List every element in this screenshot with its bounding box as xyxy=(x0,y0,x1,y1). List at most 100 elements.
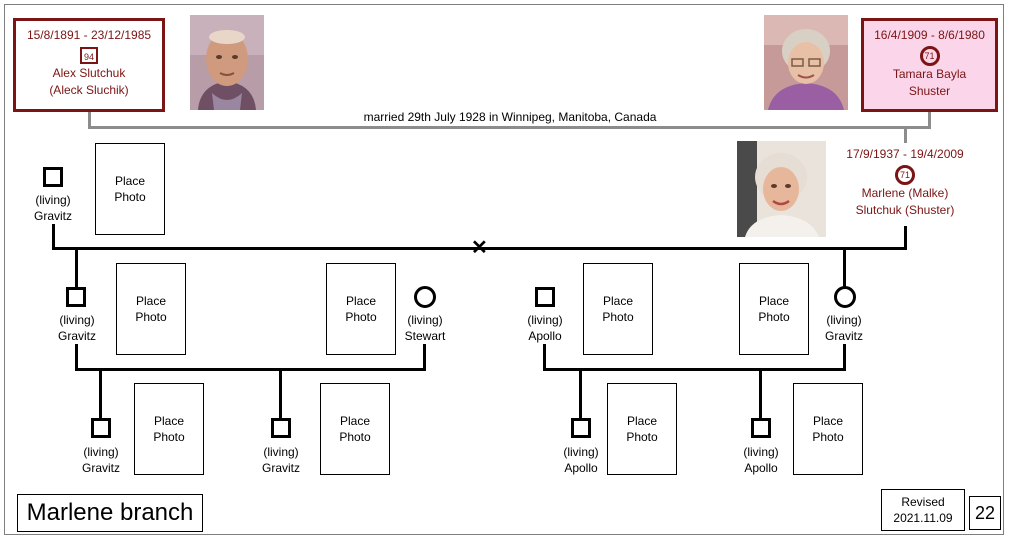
male-symbol[interactable] xyxy=(91,418,111,438)
surname: Apollo xyxy=(744,461,778,475)
person-label-grandchild: (living) Apollo xyxy=(541,444,621,476)
living-status: (living) xyxy=(407,313,443,327)
connector-line xyxy=(52,224,55,250)
person-label-child: (living) Stewart xyxy=(385,312,465,344)
surname: Gravitz xyxy=(33,209,72,223)
person-dates: 15/8/1891 - 23/12/1985 xyxy=(26,28,152,42)
descent-line xyxy=(904,129,907,143)
photo-marlene xyxy=(737,141,826,237)
person-box-alex[interactable]: 15/8/1891 - 23/12/1985 94 Alex Slutchuk … xyxy=(13,18,165,112)
person-dates: 16/4/1909 - 8/6/1980 xyxy=(874,28,985,42)
placeholder-text: Photo xyxy=(758,310,790,324)
male-symbol[interactable] xyxy=(535,287,555,307)
connector-line xyxy=(928,112,931,129)
placeholder-text: Place xyxy=(758,294,789,308)
person-label-grandchild: (living) Apollo xyxy=(721,444,801,476)
placeholder-text: Photo xyxy=(812,430,844,444)
couple-line xyxy=(75,368,426,371)
connector-line xyxy=(75,344,78,371)
person-box-tamara[interactable]: 16/4/1909 - 8/6/1980 71 Tamara Bayla Shu… xyxy=(861,18,998,112)
person-label-child: (living) Gravitz xyxy=(804,312,884,344)
person-name: Marlene (Malke) xyxy=(861,186,949,200)
connector-line xyxy=(88,112,91,129)
male-symbol[interactable] xyxy=(751,418,771,438)
surname: Gravitz xyxy=(261,461,300,475)
revised-label: Revised xyxy=(901,495,945,509)
female-symbol[interactable] xyxy=(834,286,856,308)
descent-line xyxy=(99,371,102,419)
age-badge: 71 xyxy=(919,46,940,66)
placeholder-text: Photo xyxy=(135,310,167,324)
marriage-line xyxy=(88,126,931,129)
placeholder-text: Photo xyxy=(114,190,146,204)
male-symbol[interactable] xyxy=(571,418,591,438)
male-symbol[interactable] xyxy=(43,167,63,187)
surname: Apollo xyxy=(564,461,598,475)
descent-line xyxy=(759,371,762,419)
person-surname: Shuster xyxy=(908,84,951,98)
photo-tamara xyxy=(764,15,848,110)
age-badge: 94 xyxy=(80,47,98,64)
revised-box: Revised 2021.11.09 xyxy=(881,489,965,531)
placeholder-text: Photo xyxy=(345,310,377,324)
person-surname: Slutchuk (Shuster) xyxy=(855,203,955,217)
person-alias: (Aleck Sluchik) xyxy=(49,83,129,97)
page-title: Marlene branch xyxy=(17,494,203,532)
placeholder-text: Place xyxy=(339,414,370,428)
connector-line xyxy=(423,344,426,371)
connector-line xyxy=(843,344,846,371)
living-status: (living) xyxy=(527,313,563,327)
person-box-marlene[interactable]: 17/9/1937 - 19/4/2009 71 Marlene (Malke)… xyxy=(830,146,980,219)
couple-line xyxy=(52,247,907,250)
placeholder-text: Photo xyxy=(153,430,185,444)
page-number: 22 xyxy=(969,496,1001,530)
living-status: (living) xyxy=(83,445,119,459)
person-label-grandchild: (living) Gravitz xyxy=(61,444,141,476)
person-label-spouse: (living) Gravitz xyxy=(13,192,93,224)
surname: Stewart xyxy=(404,329,446,343)
female-symbol[interactable] xyxy=(414,286,436,308)
person-label-child: (living) Gravitz xyxy=(37,312,117,344)
connector-line xyxy=(904,226,907,250)
male-symbol[interactable] xyxy=(271,418,291,438)
placeholder-text: Place xyxy=(626,414,657,428)
connector-line xyxy=(75,250,78,288)
person-label-grandchild: (living) Gravitz xyxy=(241,444,321,476)
living-status: (living) xyxy=(563,445,599,459)
placeholder-text: Place xyxy=(114,174,145,188)
placeholder-text: Place xyxy=(153,414,184,428)
placeholder-text: Photo xyxy=(602,310,634,324)
living-status: (living) xyxy=(59,313,95,327)
placeholder-text: Place xyxy=(135,294,166,308)
living-status: (living) xyxy=(35,193,71,207)
page-frame xyxy=(4,4,1004,535)
person-label-child: (living) Apollo xyxy=(505,312,585,344)
person-name: Alex Slutchuk xyxy=(52,66,126,80)
photo-alex xyxy=(190,15,264,110)
placeholder-text: Photo xyxy=(626,430,658,444)
descent-line xyxy=(279,371,282,419)
living-status: (living) xyxy=(826,313,862,327)
surname: Gravitz xyxy=(824,329,863,343)
connector-line xyxy=(843,250,846,288)
divorce-x-icon: ✕ xyxy=(471,237,488,259)
male-symbol[interactable] xyxy=(66,287,86,307)
surname: Gravitz xyxy=(81,461,120,475)
placeholder-text: Place xyxy=(345,294,376,308)
descent-line xyxy=(579,371,582,419)
placeholder-text: Place xyxy=(812,414,843,428)
surname: Gravitz xyxy=(57,329,96,343)
revised-date: 2021.11.09 xyxy=(893,511,953,525)
surname: Apollo xyxy=(528,329,562,343)
person-name: Tamara Bayla xyxy=(892,67,967,81)
connector-line xyxy=(543,344,546,371)
placeholder-text: Place xyxy=(602,294,633,308)
